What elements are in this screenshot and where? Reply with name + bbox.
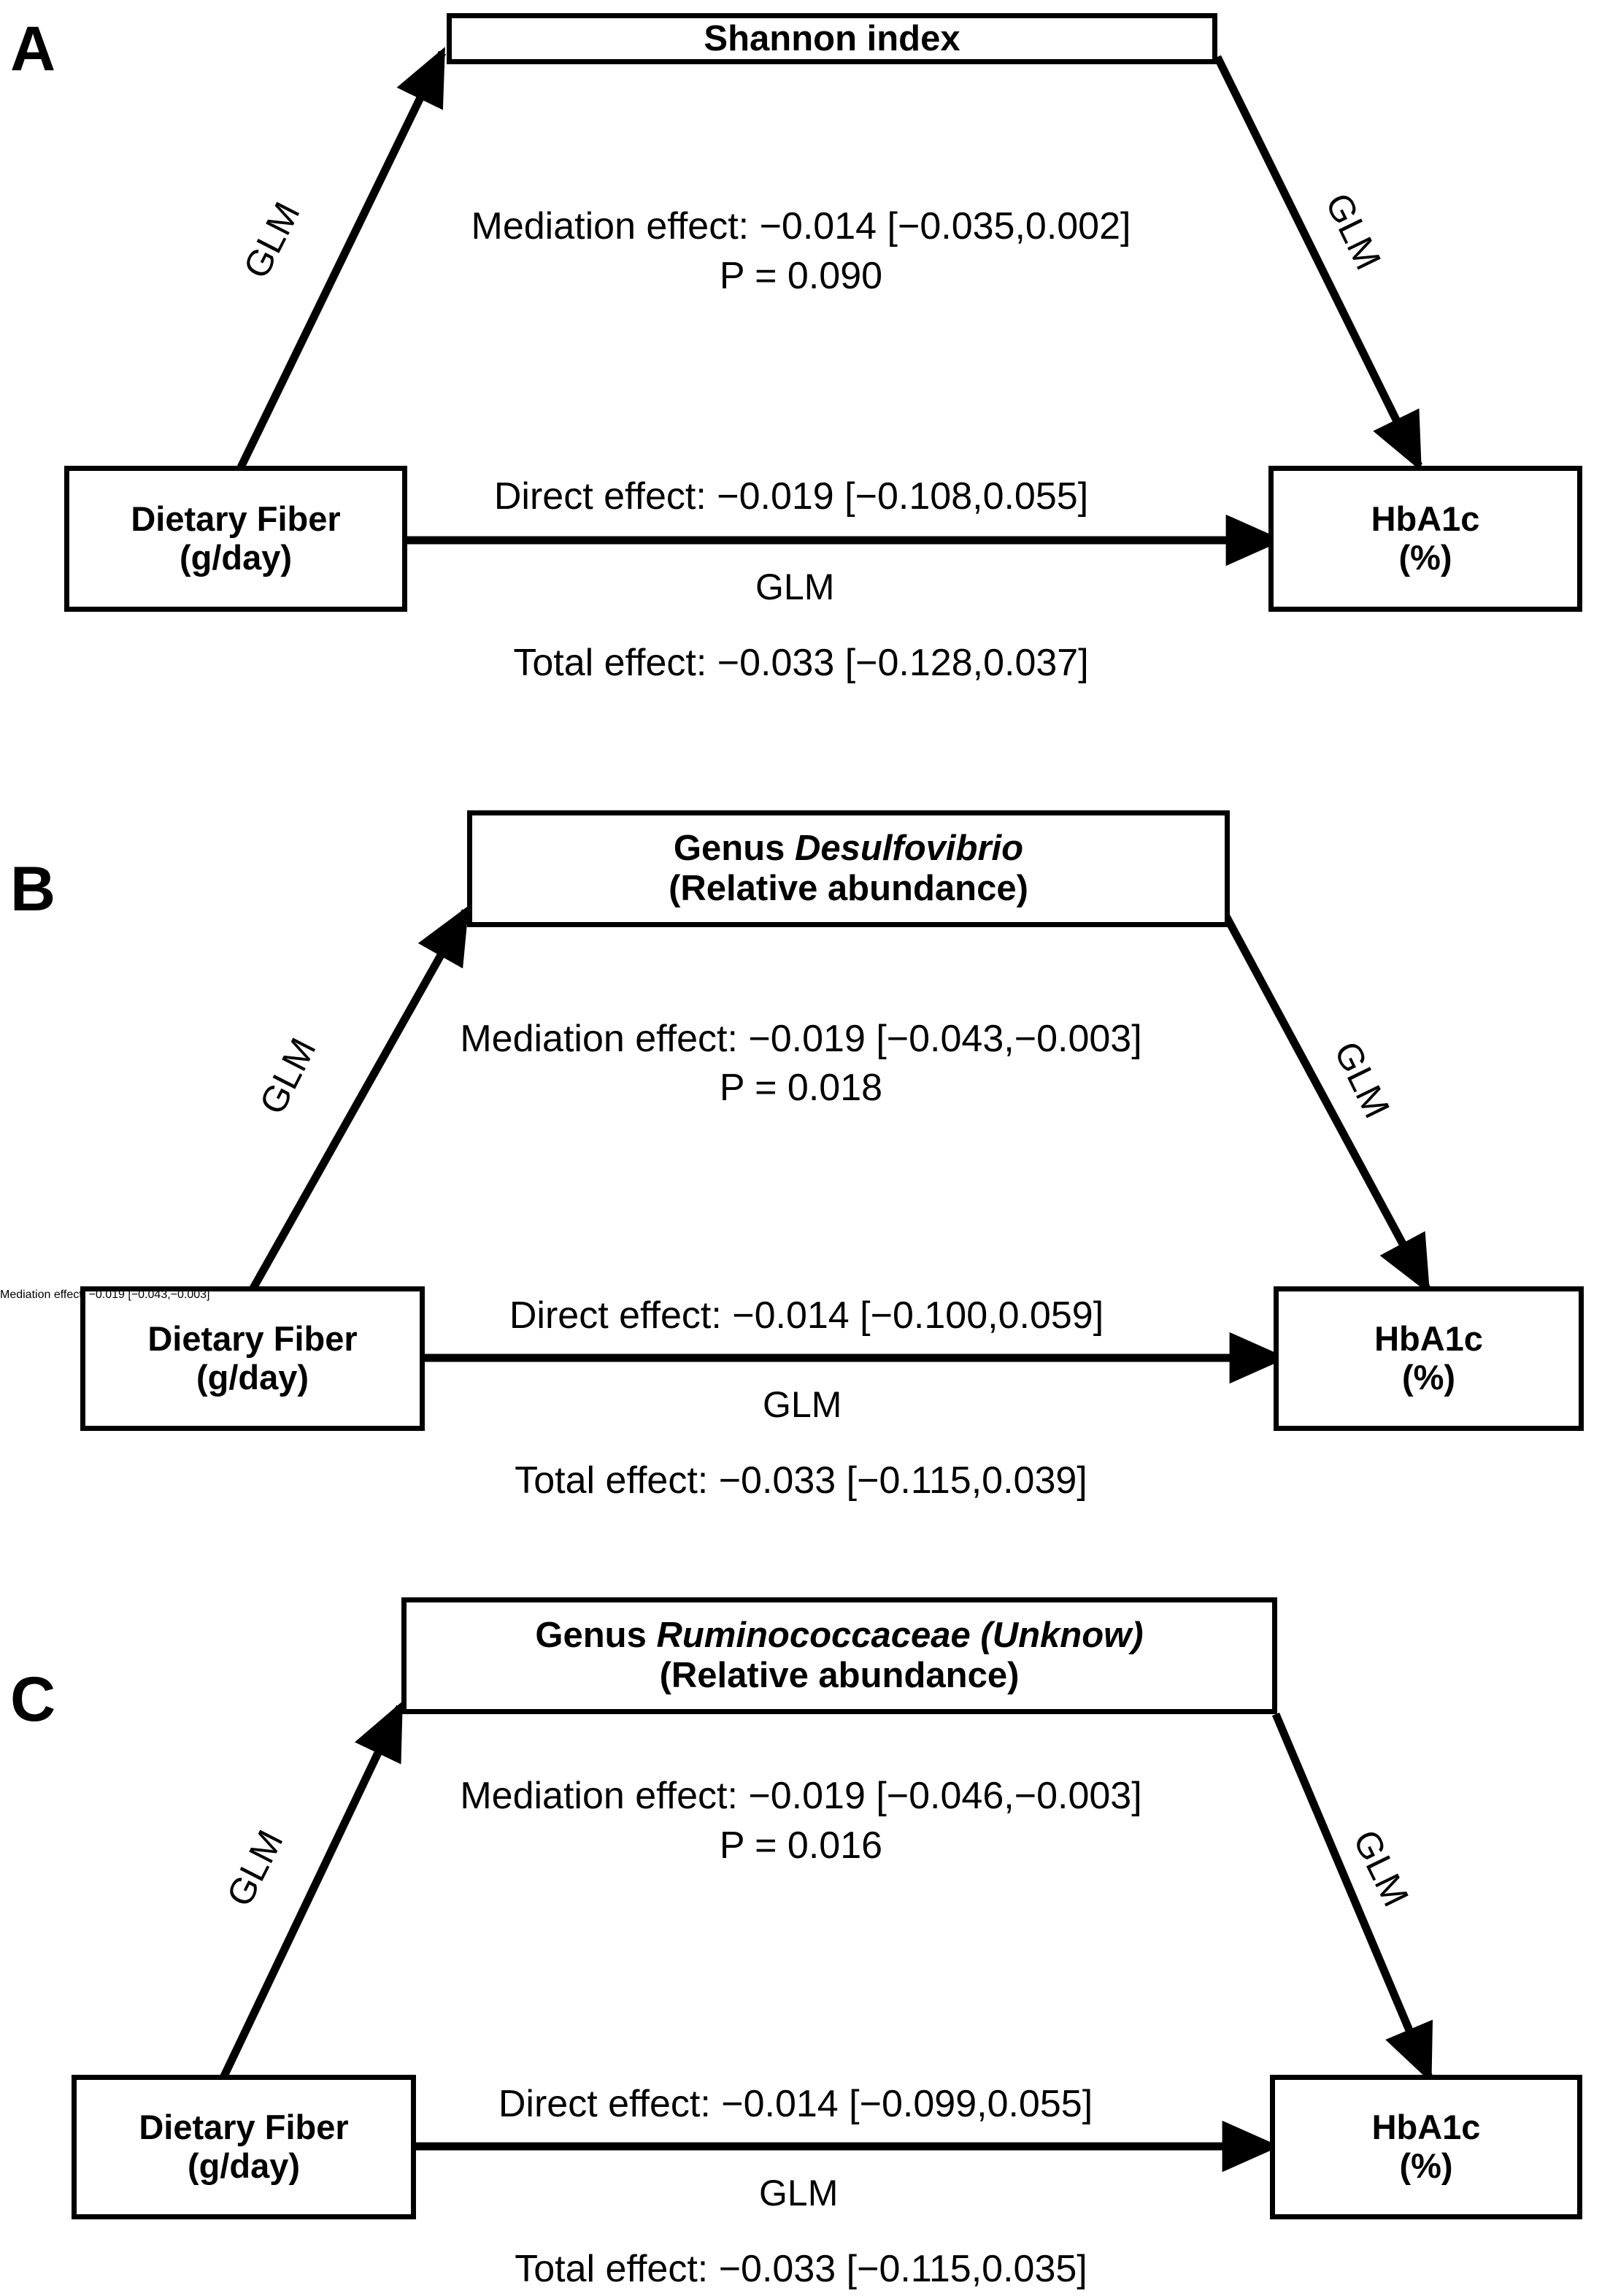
panel-c-mediation-effect: Mediation effect: −0.019 [−0.046,−0.003] [460, 1775, 1142, 1817]
panel-c-letter: C [10, 1665, 56, 1735]
panel-b-exposure-line1: Dietary Fiber [147, 1319, 358, 1359]
panel-c-mediator-line1: Genus Ruminococcaceae (Unknow) [535, 1616, 1143, 1656]
panel-a-mediation-p: P = 0.090 [719, 255, 883, 297]
panel-b-exposure-line2: (g/day) [196, 1358, 309, 1397]
panel-c-outcome-line1: HbA1c [1371, 2108, 1481, 2147]
panel-b-mediator-line2: (Relative abundance) [669, 869, 1028, 908]
panel-a-exposure-line2: (g/day) [179, 538, 293, 577]
panel-c-path-c-label: GLM [759, 2173, 839, 2214]
panel-a-mediation-effect: Mediation effect: −0.014 [−0.035,0.002] [471, 205, 1131, 247]
panel-b-mediator-box[interactable]: Genus Desulfovibrio (Relative abundance) [467, 810, 1230, 927]
panel-a: A Shannon index Dietary Fiber (g/day) [0, 0, 1602, 756]
panel-c-outcome-box[interactable]: HbA1c (%) [1270, 2075, 1582, 2219]
panel-a-total-effect: Total effect: −0.033 [−0.128,0.037] [513, 642, 1089, 684]
panel-b-mediator-line1-plain: Genus [673, 829, 795, 869]
panel-a-outcome-box[interactable]: HbA1c (%) [1268, 466, 1582, 612]
panel-c-mediator-line1-italic: Ruminococcaceae (Unknow) [656, 1616, 1144, 1656]
panel-b-mediator-line1: Genus Desulfovibrio [674, 829, 1023, 869]
panel-c-exposure-line2: (g/day) [187, 2146, 301, 2185]
panel-c-direct-effect: Direct effect: −0.014 [−0.099,0.055] [498, 2083, 1093, 2125]
panel-a-letter: A [10, 14, 56, 84]
panel-c-total-effect: Total effect: −0.033 [−0.115,0.035] [515, 2248, 1087, 2290]
panel-b-mediation-effect-text: Mediation effect: −0.019 [−0.043,−0.003] [460, 1018, 1142, 1060]
panel-b-path-c-label: GLM [763, 1384, 842, 1425]
panel-b-outcome-line2: (%) [1401, 1358, 1456, 1397]
panel-c-mediator-line2: (Relative abundance) [659, 1656, 1020, 1695]
panel-c-exposure-line1: Dietary Fiber [139, 2108, 349, 2147]
panel-b-outcome-line1: HbA1c [1374, 1319, 1483, 1359]
panel-a-mediator-label: Shannon index [704, 19, 960, 59]
panel-c-exposure-box[interactable]: Dietary Fiber (g/day) [72, 2075, 416, 2219]
panel-a-exposure-line1: Dietary Fiber [131, 499, 341, 539]
panel-a-path-c-label: GLM [755, 567, 835, 607]
panel-b-exposure-box[interactable]: Dietary Fiber (g/day) [80, 1286, 425, 1431]
panel-b-mediator-line1-italic: Desulfovibrio [795, 829, 1024, 869]
panel-b: B Genus Desulfovibrio (Relative abundanc… [0, 767, 1602, 1533]
panel-a-exposure-box[interactable]: Dietary Fiber (g/day) [64, 466, 407, 612]
panel-b-outcome-box[interactable]: HbA1c (%) [1274, 1286, 1584, 1431]
panel-b-total-effect: Total effect: −0.033 [−0.115,0.039] [515, 1459, 1087, 1502]
panel-c-mediation-p: P = 0.016 [719, 1824, 883, 1867]
panel-c-mediator-box[interactable]: Genus Ruminococcaceae (Unknow) (Relative… [401, 1597, 1277, 1714]
panel-a-outcome-line2: (%) [1398, 538, 1452, 577]
panel-a-outcome-line1: HbA1c [1371, 499, 1480, 539]
panel-c: C Genus Ruminococcaceae (Unknow) (Relati… [0, 1533, 1602, 2296]
panel-a-mediator-label-plain: Shannon index [704, 18, 960, 58]
panel-b-letter: B [10, 854, 56, 924]
panel-c-outcome-line2: (%) [1399, 2146, 1453, 2185]
panel-c-mediator-line1-plain: Genus [535, 1616, 657, 1656]
panel-a-mediator-box[interactable]: Shannon index [447, 13, 1217, 64]
panel-a-direct-effect: Direct effect: −0.019 [−0.108,0.055] [493, 475, 1089, 518]
panel-b-direct-effect: Direct effect: −0.014 [−0.100,0.059] [509, 1294, 1104, 1337]
panel-b-mediation-p: P = 0.018 [719, 1067, 883, 1109]
